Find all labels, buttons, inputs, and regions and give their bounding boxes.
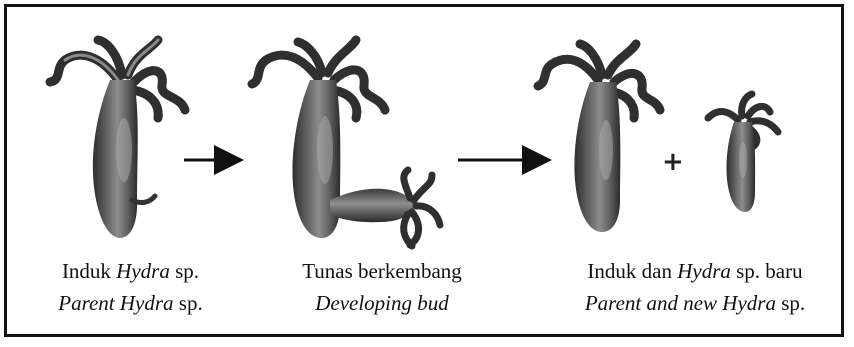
- caption-bud-line1: Tunas berkembang: [262, 255, 502, 287]
- caption-bud-line2: Developing bud: [262, 287, 502, 319]
- plus-sign: +: [662, 147, 684, 177]
- caption-result-line1: Induk dan Hydra sp. baru: [535, 255, 854, 287]
- caption-parent-line1: Induk Hydra sp.: [28, 255, 233, 287]
- new-hydra: [708, 94, 778, 212]
- caption-parent: Induk Hydra sp. Parent Hydra sp.: [28, 255, 233, 319]
- caption-result: Induk dan Hydra sp. baru Parent and new …: [535, 255, 854, 319]
- caption-result-line2: Parent and new Hydra sp.: [535, 287, 854, 319]
- parent-hydra: [50, 40, 185, 238]
- parent-hydra-after: [538, 44, 660, 232]
- hydra-with-bud: [252, 40, 440, 246]
- caption-bud: Tunas berkembang Developing bud: [262, 255, 502, 319]
- caption-parent-line2: Parent Hydra sp.: [28, 287, 233, 319]
